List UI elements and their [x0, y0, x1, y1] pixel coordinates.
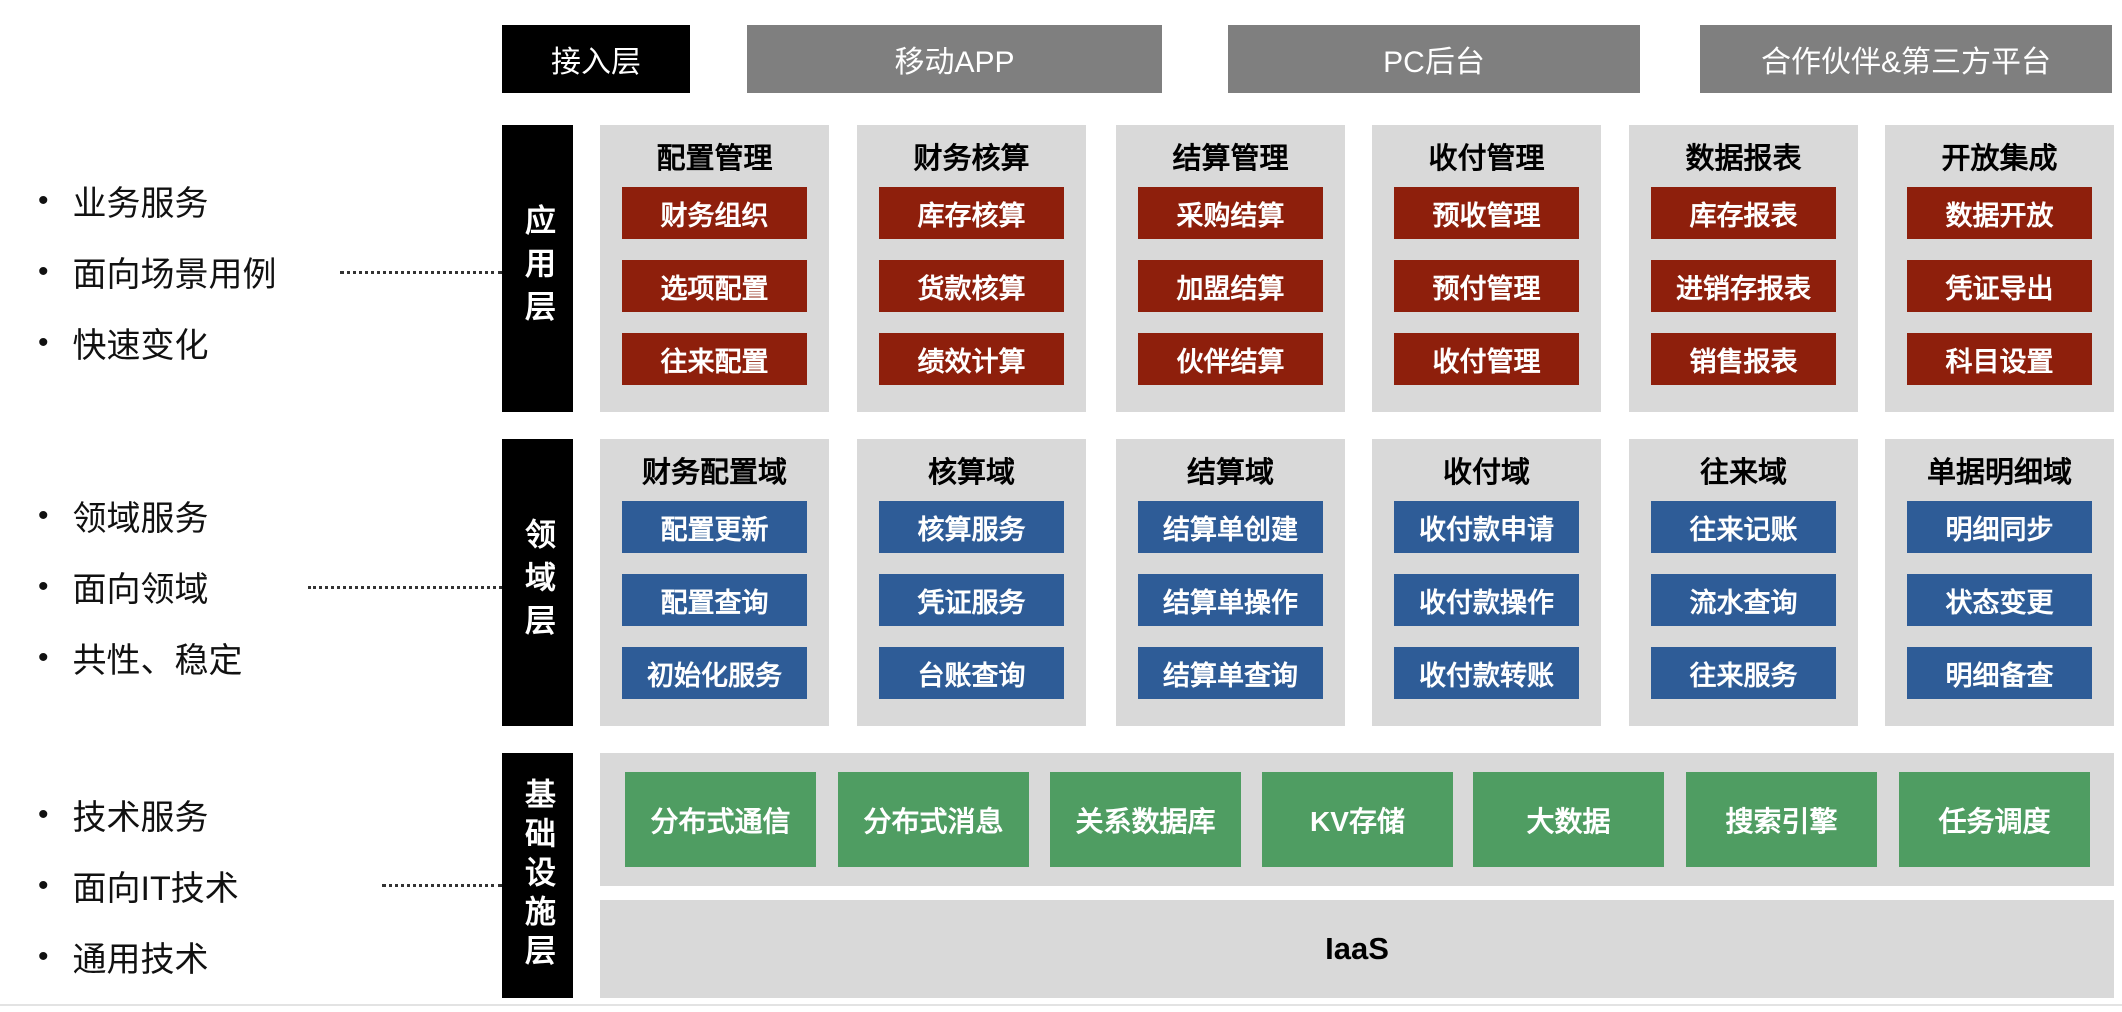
dotted-connector-domain — [308, 586, 502, 589]
note-item: 共性、稳定 — [38, 622, 243, 693]
app-service-box: 采购结算 — [1138, 187, 1323, 239]
infra-service-box: 关系数据库 — [1050, 772, 1241, 867]
domain-service-box: 凭证服务 — [879, 574, 1064, 626]
notes-tech: 技术服务 面向IT技术 通用技术 — [38, 779, 239, 992]
app-column-accounting: 财务核算 库存核算 货款核算 绩效计算 — [857, 125, 1086, 412]
column-title: 核算域 — [927, 457, 1015, 489]
domain-service-box: 流水查询 — [1651, 574, 1836, 626]
domain-service-box: 往来记账 — [1651, 501, 1836, 553]
column-title: 收付管理 — [1428, 143, 1545, 175]
app-service-box: 预收管理 — [1394, 187, 1579, 239]
column-title: 单据明细域 — [1926, 457, 2072, 489]
app-column-integration: 开放集成 数据开放 凭证导出 科目设置 — [1885, 125, 2114, 412]
domain-service-box: 明细备查 — [1907, 647, 2092, 699]
domain-service-box: 结算单创建 — [1138, 501, 1323, 553]
channel-pc-backend: PC后台 — [1228, 25, 1640, 93]
domain-column-detail: 单据明细域 明细同步 状态变更 明细备查 — [1885, 439, 2114, 726]
app-service-box: 伙伴结算 — [1138, 333, 1323, 385]
dotted-connector-infra — [382, 884, 502, 887]
column-title: 结算管理 — [1172, 143, 1289, 175]
access-layer-label: 接入层 — [502, 25, 690, 93]
domain-service-box: 结算单查询 — [1138, 647, 1323, 699]
bottom-divider — [0, 1004, 2122, 1006]
app-service-box: 预付管理 — [1394, 260, 1579, 312]
domain-layer-bar: 领域层 — [502, 439, 573, 726]
domain-service-box: 核算服务 — [879, 501, 1064, 553]
app-service-box: 选项配置 — [622, 260, 807, 312]
domain-service-box: 结算单操作 — [1138, 574, 1323, 626]
iaas-bar: IaaS — [600, 900, 2114, 998]
note-item: 快速变化 — [38, 307, 277, 378]
app-service-box: 凭证导出 — [1907, 260, 2092, 312]
infra-layer-bar: 基础设施层 — [502, 753, 573, 998]
domain-service-box: 往来服务 — [1651, 647, 1836, 699]
note-item: 面向场景用例 — [38, 236, 277, 307]
domain-service-box: 收付款操作 — [1394, 574, 1579, 626]
domain-service-box: 配置查询 — [622, 574, 807, 626]
note-item: 技术服务 — [38, 779, 239, 850]
domain-column-config: 财务配置域 配置更新 配置查询 初始化服务 — [600, 439, 829, 726]
column-title: 财务配置域 — [641, 457, 787, 489]
infra-service-box: KV存储 — [1262, 772, 1453, 867]
app-service-box: 收付管理 — [1394, 333, 1579, 385]
infra-service-box: 搜索引擎 — [1686, 772, 1877, 867]
infra-service-box: 分布式消息 — [838, 772, 1029, 867]
app-service-box: 销售报表 — [1651, 333, 1836, 385]
domain-service-box: 收付款申请 — [1394, 501, 1579, 553]
domain-service-box: 初始化服务 — [622, 647, 807, 699]
dotted-connector-app — [340, 271, 502, 274]
channel-mobile-app: 移动APP — [747, 25, 1162, 93]
app-service-box: 数据开放 — [1907, 187, 2092, 239]
infra-service-box: 任务调度 — [1899, 772, 2090, 867]
notes-business: 业务服务 面向场景用例 快速变化 — [38, 165, 277, 378]
domain-service-box: 状态变更 — [1907, 574, 2092, 626]
app-service-box: 货款核算 — [879, 260, 1064, 312]
column-title: 数据报表 — [1685, 143, 1802, 175]
note-item: 领域服务 — [38, 480, 243, 551]
app-column-settlement: 结算管理 采购结算 加盟结算 伙伴结算 — [1116, 125, 1345, 412]
domain-service-box: 明细同步 — [1907, 501, 2092, 553]
domain-column-transaction: 往来域 往来记账 流水查询 往来服务 — [1629, 439, 1858, 726]
infra-service-box: 大数据 — [1473, 772, 1664, 867]
app-service-box: 财务组织 — [622, 187, 807, 239]
column-title: 财务核算 — [913, 143, 1030, 175]
app-service-box: 科目设置 — [1907, 333, 2092, 385]
app-layer-bar: 应用层 — [502, 125, 573, 412]
app-column-payment: 收付管理 预收管理 预付管理 收付管理 — [1372, 125, 1601, 412]
domain-column-settlement: 结算域 结算单创建 结算单操作 结算单查询 — [1116, 439, 1345, 726]
domain-service-box: 台账查询 — [879, 647, 1064, 699]
app-service-box: 库存报表 — [1651, 187, 1836, 239]
notes-domain: 领域服务 面向领域 共性、稳定 — [38, 480, 243, 693]
app-column-config: 配置管理 财务组织 选项配置 往来配置 — [600, 125, 829, 412]
note-item: 面向领域 — [38, 551, 243, 622]
app-service-box: 加盟结算 — [1138, 260, 1323, 312]
app-service-box: 库存核算 — [879, 187, 1064, 239]
app-column-report: 数据报表 库存报表 进销存报表 销售报表 — [1629, 125, 1858, 412]
note-item: 通用技术 — [38, 921, 239, 992]
column-title: 开放集成 — [1941, 143, 2058, 175]
infra-service-box: 分布式通信 — [625, 772, 816, 867]
channel-partner-platform: 合作伙伴&第三方平台 — [1700, 25, 2112, 93]
app-service-box: 绩效计算 — [879, 333, 1064, 385]
domain-service-box: 收付款转账 — [1394, 647, 1579, 699]
app-service-box: 进销存报表 — [1651, 260, 1836, 312]
note-item: 业务服务 — [38, 165, 277, 236]
column-title: 收付域 — [1442, 457, 1530, 489]
domain-service-box: 配置更新 — [622, 501, 807, 553]
app-service-box: 往来配置 — [622, 333, 807, 385]
domain-column-accounting: 核算域 核算服务 凭证服务 台账查询 — [857, 439, 1086, 726]
domain-column-payment: 收付域 收付款申请 收付款操作 收付款转账 — [1372, 439, 1601, 726]
note-item: 面向IT技术 — [38, 850, 239, 921]
column-title: 结算域 — [1186, 457, 1274, 489]
column-title: 配置管理 — [656, 143, 773, 175]
column-title: 往来域 — [1699, 457, 1787, 489]
